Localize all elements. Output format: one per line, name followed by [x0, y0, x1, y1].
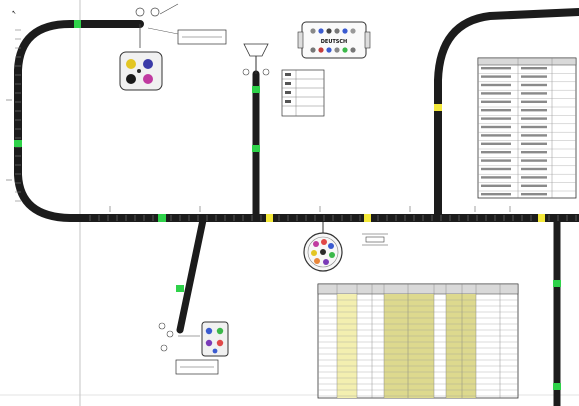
highlight-column — [384, 294, 434, 398]
band-green — [553, 383, 561, 390]
band-yellow — [364, 214, 371, 222]
connector-top-group: DEUTSCH — [242, 21, 371, 117]
deutsch-label: DEUTSCH — [321, 39, 348, 45]
band-green — [74, 20, 81, 28]
band-green — [252, 145, 260, 152]
band-yellow — [266, 214, 273, 222]
band-green — [553, 280, 561, 287]
harness-bands — [14, 20, 561, 390]
circular-connector-icon — [303, 222, 388, 272]
ground-symbol-icon — [362, 233, 388, 246]
round-connector-icon — [119, 51, 163, 91]
backshell-icon — [243, 43, 269, 57]
deutsch-connector-icon: DEUTSCH — [297, 21, 371, 59]
square-connector-icon — [201, 321, 229, 357]
connector-bottom-group — [158, 321, 229, 375]
corner-mark: ↖ — [12, 10, 16, 16]
pinout-callout-table — [281, 69, 325, 117]
highlight-column — [337, 294, 357, 398]
harness-segment-ticks — [15, 29, 577, 221]
harness-diagonal-branch — [176, 216, 207, 334]
band-green — [176, 285, 184, 292]
band-yellow — [434, 104, 442, 111]
highlight-column — [446, 294, 476, 398]
connector-left-group — [119, 3, 227, 91]
wire-list-table-right — [477, 57, 577, 199]
dimension-ticks — [6, 99, 511, 212]
band-yellow — [538, 214, 545, 222]
harness-left-loop — [14, 20, 269, 222]
band-green — [252, 86, 260, 93]
band-green — [14, 140, 22, 147]
wire-list-table-bottom — [317, 283, 519, 399]
band-green — [158, 214, 166, 222]
harness-right-upper-loop — [434, 8, 579, 222]
